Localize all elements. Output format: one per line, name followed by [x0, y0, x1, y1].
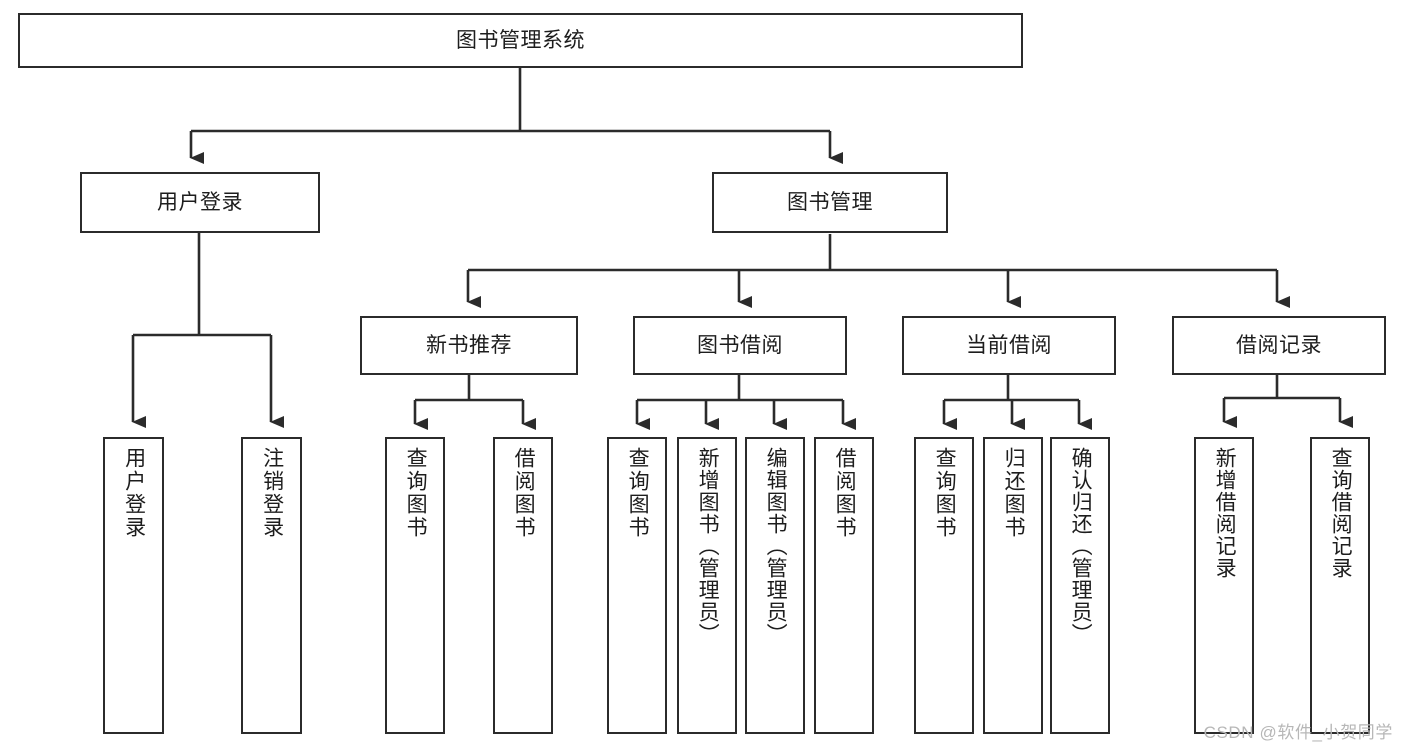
node-book-manage-label: 图书管理	[787, 190, 873, 214]
node-leaf-br-query-label: 查询借阅记录	[1329, 447, 1353, 579]
node-leaf-br-query[interactable]: 查询借阅记录	[1310, 437, 1370, 734]
node-new-book-rec[interactable]: 新书推荐	[360, 316, 578, 375]
node-leaf-bb-edit-label: 编辑图书（管理员）	[764, 447, 788, 645]
node-leaf-user-login-label: 用户登录	[122, 447, 146, 539]
node-book-borrow[interactable]: 图书借阅	[633, 316, 847, 375]
node-leaf-bb-add[interactable]: 新增图书（管理员）	[677, 437, 737, 734]
node-leaf-bb-add-label: 新增图书（管理员）	[696, 447, 720, 645]
node-current-borrow-label: 当前借阅	[966, 333, 1052, 357]
node-leaf-rec-borrow[interactable]: 借阅图书	[493, 437, 553, 734]
node-leaf-logout-label: 注销登录	[260, 447, 284, 539]
node-leaf-bb-borrow-label: 借阅图书	[833, 447, 857, 539]
node-leaf-rec-query[interactable]: 查询图书	[385, 437, 445, 734]
node-book-manage[interactable]: 图书管理	[712, 172, 948, 233]
node-leaf-rec-query-label: 查询图书	[404, 447, 428, 539]
node-current-borrow[interactable]: 当前借阅	[902, 316, 1116, 375]
node-leaf-bb-edit[interactable]: 编辑图书（管理员）	[745, 437, 805, 734]
csdn-watermark: CSDN @软件_小贺同学	[1203, 723, 1393, 742]
node-leaf-cb-query-label: 查询图书	[933, 447, 957, 539]
node-leaf-user-login[interactable]: 用户登录	[103, 437, 164, 734]
node-leaf-rec-borrow-label: 借阅图书	[512, 447, 536, 539]
node-leaf-cb-return-label: 归还图书	[1002, 447, 1026, 539]
node-new-book-rec-label: 新书推荐	[426, 333, 512, 357]
node-root-label: 图书管理系统	[456, 28, 585, 52]
node-user-login[interactable]: 用户登录	[80, 172, 320, 233]
node-leaf-bb-query[interactable]: 查询图书	[607, 437, 667, 734]
node-leaf-br-add[interactable]: 新增借阅记录	[1194, 437, 1254, 734]
node-borrow-record-label: 借阅记录	[1236, 333, 1322, 357]
node-book-borrow-label: 图书借阅	[697, 333, 783, 357]
node-leaf-br-add-label: 新增借阅记录	[1213, 447, 1237, 579]
node-user-login-label: 用户登录	[157, 190, 243, 214]
node-leaf-cb-query[interactable]: 查询图书	[914, 437, 974, 734]
node-leaf-logout[interactable]: 注销登录	[241, 437, 302, 734]
node-leaf-bb-borrow[interactable]: 借阅图书	[814, 437, 874, 734]
node-leaf-bb-query-label: 查询图书	[626, 447, 650, 539]
node-root[interactable]: 图书管理系统	[18, 13, 1023, 68]
node-leaf-cb-return[interactable]: 归还图书	[983, 437, 1043, 734]
node-leaf-cb-confirm[interactable]: 确认归还（管理员）	[1050, 437, 1110, 734]
node-borrow-record[interactable]: 借阅记录	[1172, 316, 1386, 375]
node-leaf-cb-confirm-label: 确认归还（管理员）	[1069, 447, 1093, 645]
